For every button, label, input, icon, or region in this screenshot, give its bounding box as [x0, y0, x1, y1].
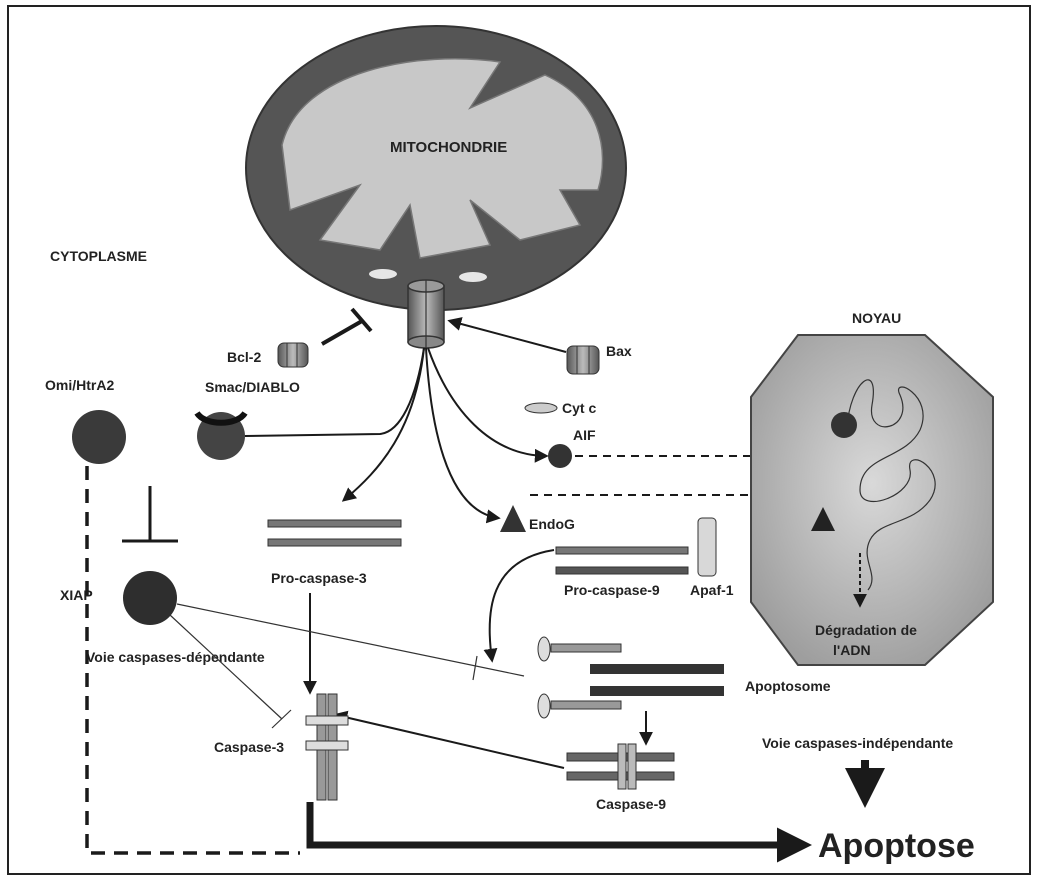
cytoplasme-label: CYTOPLASME	[50, 248, 147, 264]
mitochondrie-label: MITOCHONDRIE	[390, 139, 507, 156]
caspase9-label: Caspase-9	[596, 796, 666, 812]
apoptosome-label: Apoptosome	[745, 678, 831, 694]
pore-to-procasp3-arrow	[344, 348, 424, 500]
cytc-label: Cyt c	[562, 400, 596, 416]
apaf1-label: Apaf-1	[690, 582, 734, 598]
apaf1-protein	[698, 518, 716, 576]
procaspase3-bars	[268, 520, 401, 546]
caspase9-protein	[567, 744, 674, 789]
omi-label: Omi/HtrA2	[45, 377, 114, 393]
smac-protein	[197, 412, 245, 460]
casp3-to-apoptose-arrow	[310, 802, 805, 845]
bcl2-protein	[278, 343, 308, 367]
pore-to-endog-arrow	[426, 348, 498, 518]
procasp9-label: Pro-caspase-9	[564, 582, 660, 598]
aif-label: AIF	[573, 427, 596, 443]
casp9-to-casp3-arrow	[336, 715, 564, 768]
bax-to-pore-arrow	[450, 321, 566, 352]
degradation-label-line2: l'ADN	[833, 642, 871, 658]
bcl2-inhibition	[322, 309, 371, 344]
apoptose-label: Apoptose	[818, 827, 975, 865]
voie-independante-label: Voie caspases-indépendante	[762, 735, 953, 751]
nucleus	[751, 335, 993, 665]
endog-label: EndoG	[529, 516, 575, 532]
noyau-label: NOYAU	[852, 310, 901, 326]
procasp3-label: Pro-caspase-3	[271, 570, 367, 586]
degradation-label-line1: Dégradation de	[815, 622, 917, 638]
xiap-inhibits-apoptosome	[177, 604, 524, 680]
caspase3-label: Caspase-3	[214, 739, 284, 755]
cytc-protein	[525, 403, 557, 413]
bcl2-label: Bcl-2	[227, 349, 261, 365]
apoptosome	[538, 637, 724, 718]
xiap-protein	[123, 571, 177, 625]
aif-protein	[548, 444, 572, 468]
xiap-inhibits-caspase3	[170, 615, 291, 728]
pore-channel	[408, 280, 444, 348]
procaspase9-bars	[556, 547, 688, 574]
voie-dependante-label: Voie caspases-dépendante	[86, 649, 265, 665]
bax-label: Bax	[606, 343, 632, 359]
endog-protein	[500, 505, 526, 532]
smac-label: Smac/DIABLO	[205, 379, 300, 395]
omi-protein	[72, 410, 126, 464]
caspase3-protein	[306, 694, 348, 800]
mitochondrion: MITOCHONDRIE	[246, 26, 626, 310]
bax-protein	[567, 346, 599, 374]
omi-inhibits-xiap	[122, 486, 178, 541]
pore-to-aif-arrow	[428, 348, 546, 456]
